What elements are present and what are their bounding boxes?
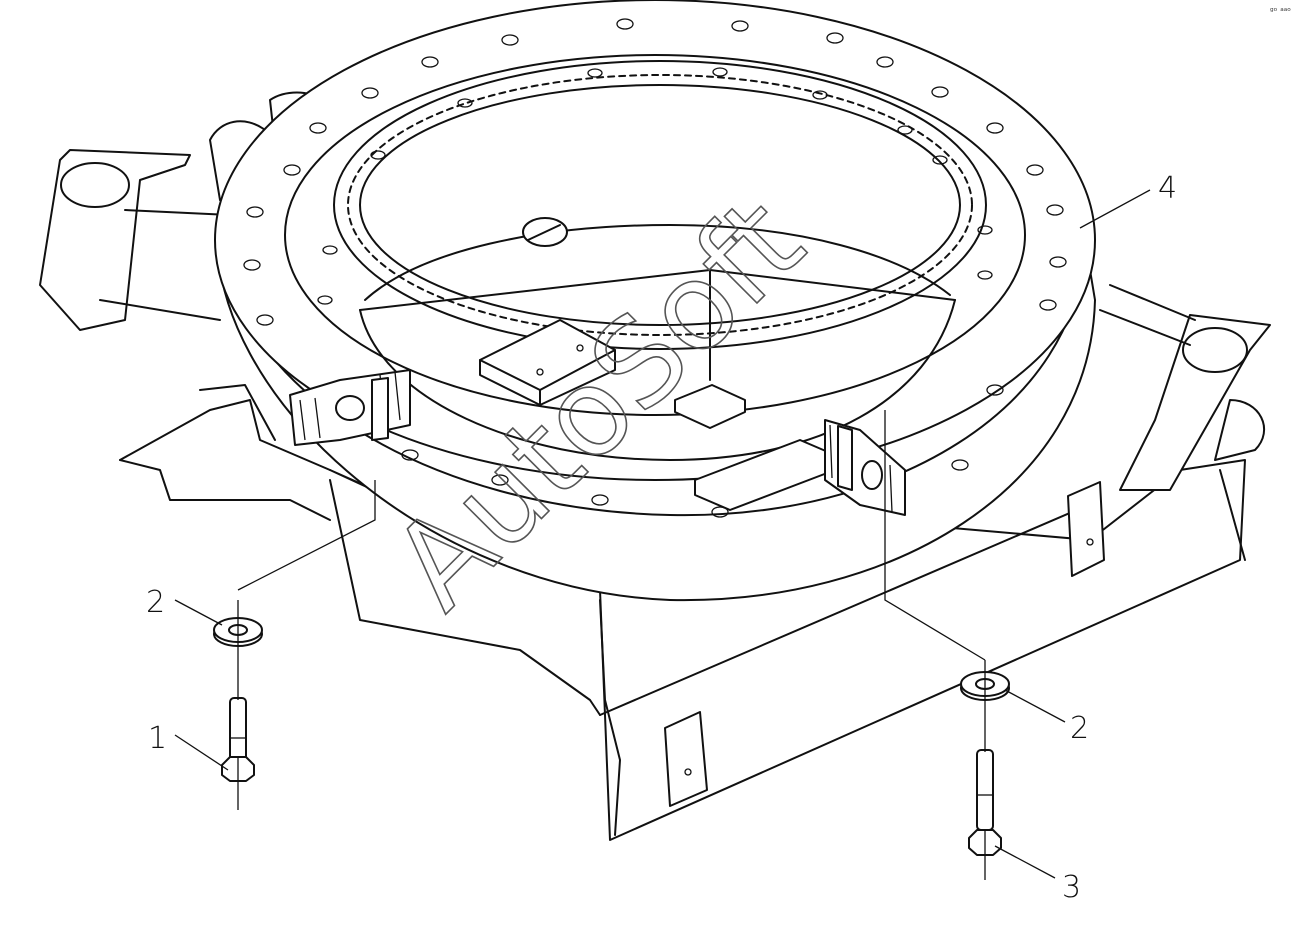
grease-fitting-icon <box>522 217 568 247</box>
callout-leaders <box>174 189 1151 879</box>
frame-plate-left <box>664 711 708 807</box>
bolt-right-leader <box>884 410 986 661</box>
callout-label-1: 1 <box>148 721 167 756</box>
callout-label-4: 4 <box>1158 171 1177 206</box>
callout-label-2-left: 2 <box>146 585 165 620</box>
ring-bolt-holes <box>243 18 1067 518</box>
base-frame <box>119 399 1246 841</box>
frame-plate-right <box>1067 481 1105 577</box>
bolt-right <box>968 749 1002 856</box>
section-cut-left <box>289 369 411 446</box>
bolt-left-leader <box>237 480 376 591</box>
callout-label-3: 3 <box>1062 870 1081 905</box>
callout-label-2-right: 2 <box>1070 711 1089 746</box>
corner-mark: ᵍᵒ ᵃᵃᵒ <box>1270 7 1291 17</box>
right-mount-bracket <box>1099 284 1271 491</box>
left-mount-bracket <box>39 91 321 441</box>
inner-structure <box>359 269 956 511</box>
